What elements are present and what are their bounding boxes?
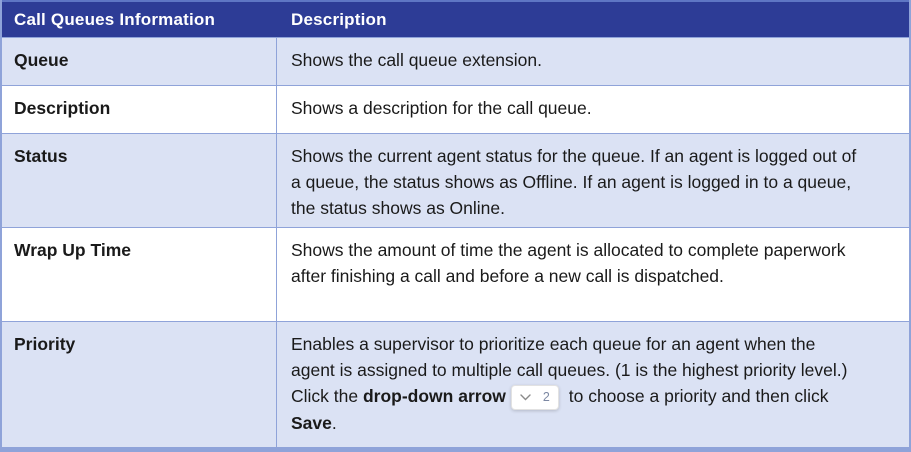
term-status: Status [2, 134, 277, 227]
description-wrap-up-time: Shows the amount of time the agent is al… [277, 228, 873, 321]
table-header-row: Call Queues Information Description [2, 0, 909, 37]
text-segment: . [331, 412, 337, 433]
term-description: Description [2, 86, 277, 133]
header-description: Description [291, 9, 387, 29]
header-call-queues-information: Call Queues Information [14, 9, 216, 29]
table-row-wrap-up-time: Wrap Up Time Shows the amount of time th… [2, 227, 909, 321]
table-row-description: Description Shows a description for the … [2, 85, 909, 133]
table-row-status: Status Shows the current agent status fo… [2, 133, 909, 227]
description-priority: Enables a supervisor to prioritize each … [277, 322, 873, 447]
chevron-down-icon [520, 394, 531, 401]
table-row-priority: Priority Enables a supervisor to priorit… [2, 321, 909, 447]
text-segment: Shows the amount of time the agent is al… [291, 240, 846, 286]
bold-text-segment: Save [291, 412, 332, 433]
text-segment: to choose a priority and then click [563, 386, 829, 406]
term-priority: Priority [2, 322, 277, 447]
text-segment: Shows the call queue extension. [291, 50, 542, 70]
description-queue: Shows the call queue extension. [277, 38, 873, 85]
term-wrap-up-time: Wrap Up Time [2, 228, 277, 321]
text-segment: Enables a supervisor to prioritize each … [291, 334, 848, 406]
text-segment: Shows a description for the call queue. [291, 98, 592, 118]
table-row-queue: Queue Shows the call queue extension. [2, 37, 909, 85]
text-segment: Shows the current agent status for the q… [291, 146, 857, 218]
priority-dropdown[interactable]: 2 [510, 384, 559, 410]
dropdown-value: 2 [542, 390, 550, 405]
description-status: Shows the current agent status for the q… [277, 134, 873, 227]
description-description: Shows a description for the call queue. [277, 86, 873, 133]
bold-text-segment: drop-down arrow [362, 386, 506, 406]
term-queue: Queue [2, 38, 277, 85]
